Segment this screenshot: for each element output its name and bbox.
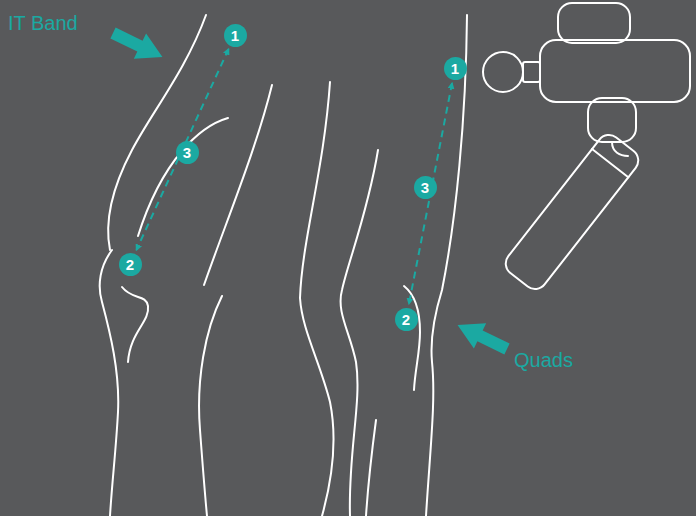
callout-circle: 1 (444, 57, 467, 80)
callout-number: 1 (451, 61, 459, 76)
part-label: IT Band (8, 12, 78, 34)
callout-number: 3 (183, 145, 191, 160)
callout-circle: 2 (119, 253, 142, 276)
callout-circle: 3 (414, 176, 437, 199)
callout-number: 2 (126, 257, 134, 272)
callout-circle: 1 (224, 24, 247, 47)
stroke-path-arrow (136, 49, 228, 250)
callout-number: 1 (231, 28, 239, 43)
callout-circle: 3 (176, 141, 199, 164)
stroke-path-arrow (409, 83, 452, 304)
callout-circle: 2 (395, 308, 418, 331)
callout-number: 2 (402, 312, 410, 327)
callout-number: 3 (421, 180, 429, 195)
part-label: Quads (514, 349, 573, 371)
